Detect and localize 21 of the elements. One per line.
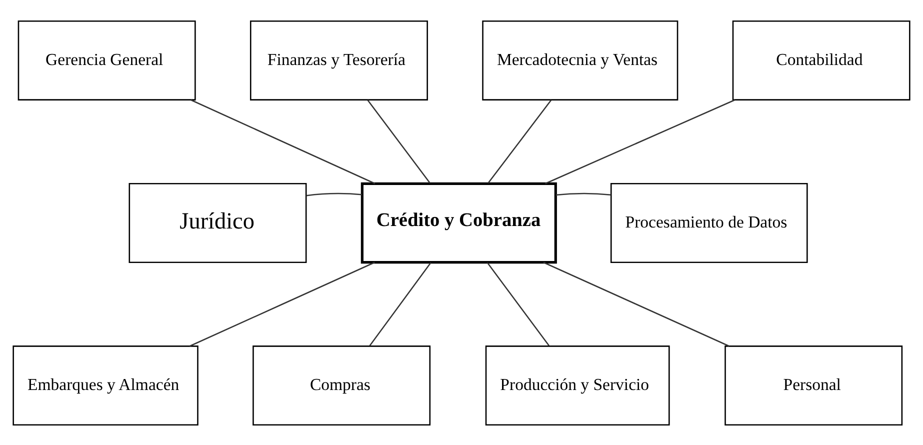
connector: [543, 261, 730, 346]
node-box: Embarques y Almacén: [12, 345, 198, 425]
connector: [190, 98, 376, 184]
connector: [306, 192, 362, 196]
connector: [556, 192, 611, 196]
node-box: Personal: [724, 345, 903, 425]
node-box: Finanzas y Tesorería: [250, 20, 428, 100]
node-box: Gerencia General: [18, 20, 196, 100]
node-box: Compras: [252, 345, 431, 425]
connector: [544, 98, 736, 184]
connector: [367, 99, 431, 184]
node-box: Jurídico: [128, 182, 307, 262]
connector: [189, 261, 375, 346]
node-box: Contabilidad: [732, 20, 910, 100]
connector: [369, 262, 432, 346]
connector: [488, 99, 552, 184]
connector: [486, 262, 550, 346]
node-box: Mercadotecnia y Ventas: [482, 20, 678, 100]
node-box: Procesamiento de Datos: [610, 182, 808, 262]
node-box: Crédito y Cobranza: [360, 182, 557, 264]
node-box: Producción y Servicio: [485, 345, 670, 425]
